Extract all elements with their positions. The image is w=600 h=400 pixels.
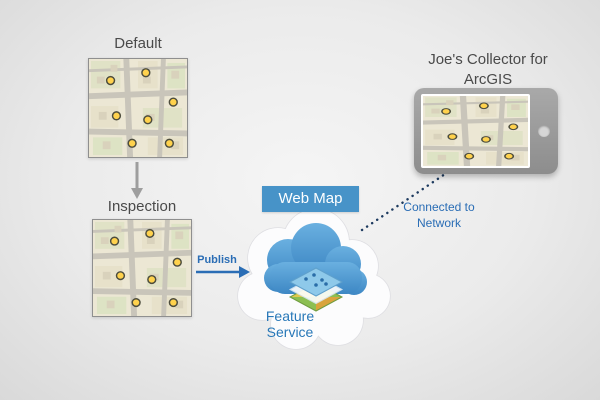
map-thumbnail-icon (92, 219, 192, 317)
tablet-screen (421, 94, 530, 168)
map-thumbnail-icon (88, 58, 188, 158)
tablet-home-button-icon (538, 125, 550, 137)
device-label: Joe's Collector for ArcGIS (428, 51, 548, 88)
publish-label: Publish (197, 254, 237, 266)
feature-layers-icon (288, 267, 344, 312)
map-thumbnail-icon (423, 96, 528, 166)
inspection-map-label: Inspection (107, 198, 177, 215)
default-map-label: Default (114, 35, 162, 52)
tablet-icon (414, 88, 558, 174)
arrow-down-icon (131, 162, 143, 199)
connected-to-network-label: Connected to Network (403, 200, 475, 230)
feature-service-label: Feature Service (265, 308, 315, 341)
web-map-banner: Web Map (262, 186, 359, 212)
cloud-icon (237, 208, 391, 350)
